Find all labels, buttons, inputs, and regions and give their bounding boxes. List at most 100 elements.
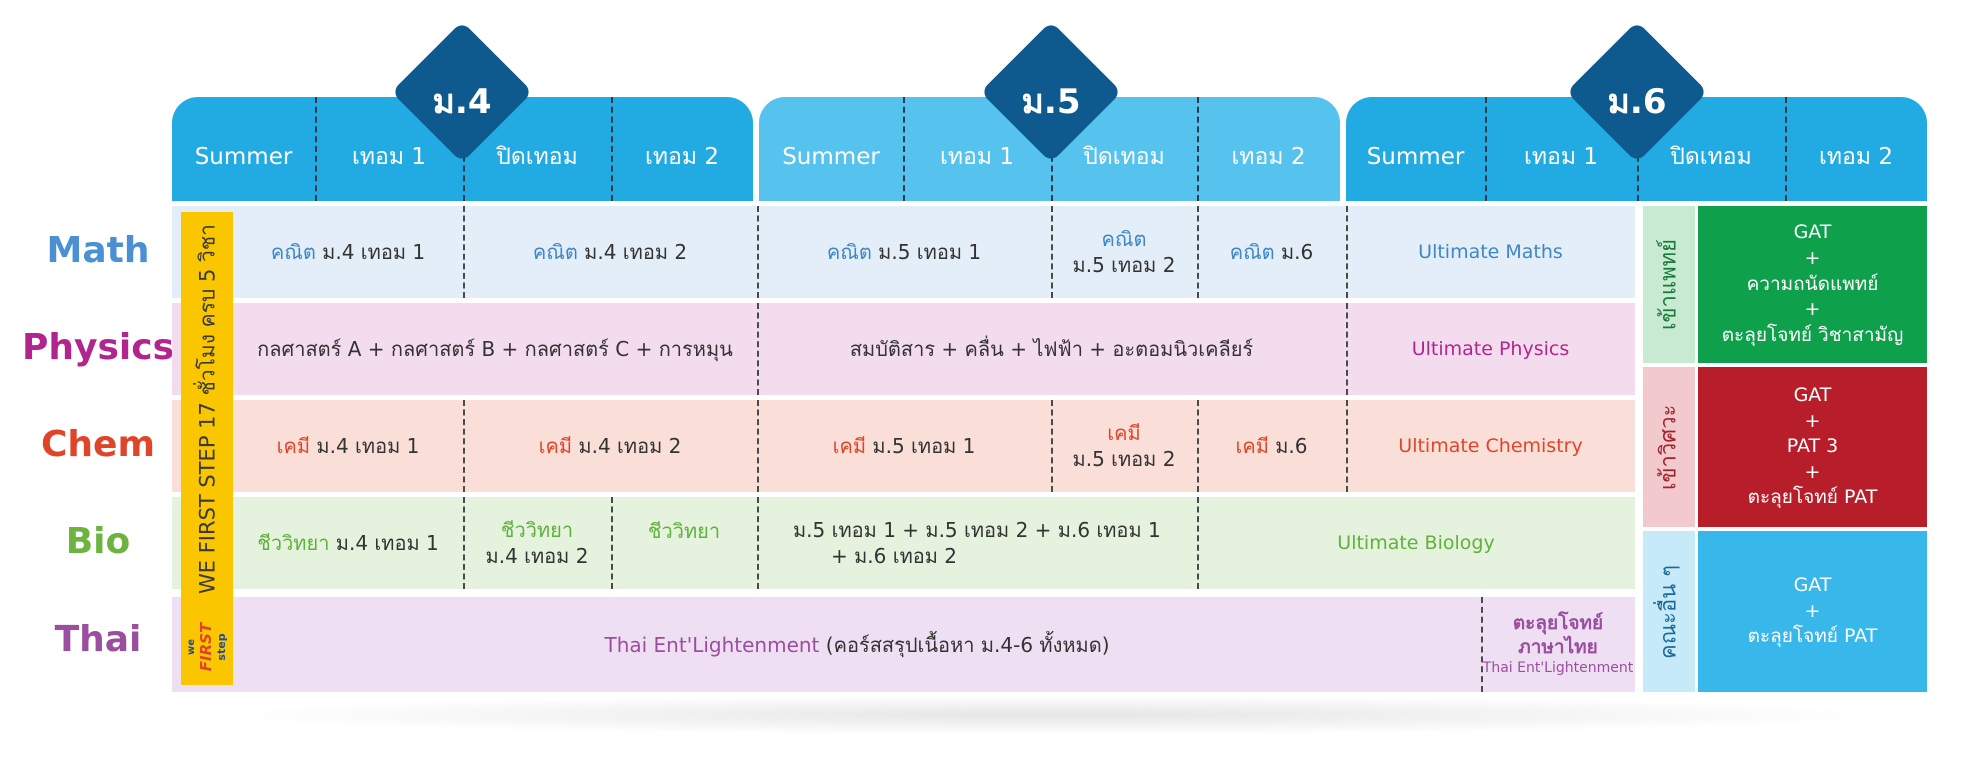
cell-divider	[463, 400, 465, 492]
cell-divider	[757, 206, 759, 298]
thai-right-line: Thai Ent'Lightenment	[1482, 659, 1634, 676]
subject-word: คณิต	[270, 240, 316, 264]
track-line: +	[1804, 409, 1821, 432]
track-line: +	[1804, 247, 1821, 270]
thai-right-line: ตะลุยโจทย์	[1512, 612, 1604, 634]
cell-divider	[1481, 597, 1483, 692]
cell-divider	[757, 400, 759, 492]
level-text: ม.4 เทอม 2	[584, 240, 688, 264]
term-label: เทอม 1	[1524, 144, 1598, 170]
track-line: ความถนัดแพทย์	[1746, 272, 1879, 295]
subject-word: คณิต	[1229, 240, 1275, 264]
cell-divider	[757, 497, 759, 589]
cell-divider	[611, 497, 613, 589]
level-text: ม.4 เทอม 2	[485, 544, 589, 568]
math-cell-m4-term1: คณิต ม.4 เทอม 1	[233, 206, 463, 298]
math-cell-m4-term2: คณิต ม.4 เทอม 2	[463, 206, 757, 298]
term-label: ปิดเทอม	[496, 144, 578, 170]
cell-divider	[1051, 400, 1053, 492]
level-text: ม.4 เทอม 1	[335, 531, 439, 555]
bio-cell-m4-break: ชีววิทยา	[611, 497, 757, 589]
subject-label-chem: Chem	[41, 424, 155, 465]
track-line: +	[1804, 298, 1821, 321]
header-divider	[1485, 97, 1487, 201]
bio-ultimate: Ultimate Biology	[1337, 531, 1495, 554]
chem-cell-m4-term1: เคมี ม.4 เทอม 1	[233, 400, 463, 492]
we-first-step-logo: we FIRST step	[172, 622, 242, 672]
subject-word: เคมี	[1235, 434, 1269, 458]
header-divider	[903, 97, 905, 201]
cell-divider	[1197, 206, 1199, 298]
subject-word: เคมี	[832, 434, 867, 458]
term-label: เทอม 2	[1231, 144, 1306, 170]
track-line: GAT	[1793, 383, 1832, 406]
logo-text: FIRST	[197, 622, 215, 672]
bio-cell-m4-term2: ชีววิทยา ม.4 เทอม 2	[463, 497, 611, 589]
term-label: ปิดเทอม	[1083, 144, 1165, 170]
level-label: ม.6	[1607, 82, 1667, 122]
cell-divider	[463, 497, 465, 589]
thai-right-cell: ตะลุยโจทย์ ภาษาไทย Thai Ent'Lightenment	[1481, 597, 1635, 692]
track-line: +	[1804, 460, 1821, 483]
cell-divider	[1346, 400, 1348, 492]
math-cell-m5-term2: คณิต ม.5 เทอม 2	[1051, 206, 1197, 298]
cell-divider	[1051, 206, 1053, 298]
bio-cell-m4-term1: ชีววิทยา ม.4 เทอม 1	[233, 497, 463, 589]
level-text: ม.4 เทอม 2	[578, 434, 682, 458]
track-line: ตะลุยโจทย์ วิชาสามัญ	[1721, 323, 1904, 346]
term-label: Summer	[1366, 144, 1465, 170]
track-line: GAT	[1793, 574, 1832, 597]
chem-cell-m6: เคมี ม.6	[1197, 400, 1346, 492]
subject-word: เคมี	[538, 434, 573, 458]
level-label: ม.4	[432, 82, 492, 122]
subject-label-math: Math	[46, 230, 150, 271]
thai-course-detail: (คอร์สสรุปเนื้อหา ม.4-6 ทั้งหมด)	[825, 632, 1110, 657]
level-text: ม.4 เทอม 1	[322, 240, 426, 264]
physics-ultimate: Ultimate Physics	[1411, 337, 1570, 360]
term-label: เทอม 1	[352, 144, 426, 170]
subject-word: คณิต	[826, 240, 872, 264]
table-shadow	[200, 695, 1900, 735]
level-text: ม.6	[1275, 434, 1308, 458]
track-label-engineering: เข้าวิศวะ	[1643, 367, 1695, 527]
chem-cell-m5-term1: เคมี ม.5 เทอม 1	[757, 400, 1051, 492]
cell-divider	[463, 206, 465, 298]
subject-word: คณิต	[532, 240, 578, 264]
math-cell-m5-term1: คณิต ม.5 เทอม 1	[757, 206, 1051, 298]
subject-label-bio: Bio	[65, 521, 131, 562]
cell-divider	[757, 303, 759, 395]
cell-divider	[1346, 303, 1348, 395]
level-text: ม.6	[1281, 240, 1314, 264]
logo-text: step	[215, 633, 228, 661]
level-text: ม.5 เทอม 2	[1072, 253, 1176, 277]
level-text: ม.4 เทอม 1	[316, 434, 420, 458]
track-line: GAT	[1793, 221, 1832, 244]
header-divider	[1197, 97, 1199, 201]
header-divider	[611, 97, 613, 201]
level-text: ม.5 เทอม 2	[1072, 447, 1176, 471]
thai-course-title: Thai Ent'Lightenment	[604, 632, 820, 657]
row-band-bio	[172, 497, 1635, 589]
level-label: ม.5	[1021, 82, 1081, 122]
subject-word: ชีววิทยา	[500, 518, 574, 542]
chem-ultimate: Ultimate Chemistry	[1398, 434, 1583, 457]
track-line: ตะลุยโจทย์ PAT	[1747, 486, 1878, 509]
subject-word: เคมี	[276, 434, 311, 458]
track-content-other: GAT + ตะลุยโจทย์ PAT	[1698, 531, 1927, 692]
row-band-physics	[172, 303, 1635, 395]
math-cell-m6: คณิต ม.6	[1197, 206, 1346, 298]
logo-text: we	[186, 638, 197, 656]
track-content-engineering: GAT + PAT 3 + ตะลุยโจทย์ PAT	[1698, 367, 1927, 527]
thai-right-line: ภาษาไทย	[1518, 635, 1598, 658]
physics-cell-m5: สมบัติสาร + คลื่น + ไฟฟ้า + อะตอมนิวเคลี…	[849, 337, 1254, 361]
chem-cell-m4-term2: เคมี ม.4 เทอม 2	[463, 400, 757, 492]
term-label: เทอม 2	[645, 144, 719, 170]
term-label: เทอม 2	[1819, 144, 1893, 170]
subject-word: เคมี	[1107, 421, 1141, 445]
side-strip-text: WE FIRST STEP 17 ชั่วโมง ครบ 5 วิชา	[195, 224, 220, 595]
term-label: Summer	[194, 144, 293, 170]
combined-line: + ม.6 เทอม 2	[831, 544, 958, 568]
row-band-math	[172, 206, 1635, 298]
track-label-medicine: เข้าแพทย์	[1643, 206, 1695, 363]
level-text: ม.5 เทอม 1	[872, 434, 976, 458]
